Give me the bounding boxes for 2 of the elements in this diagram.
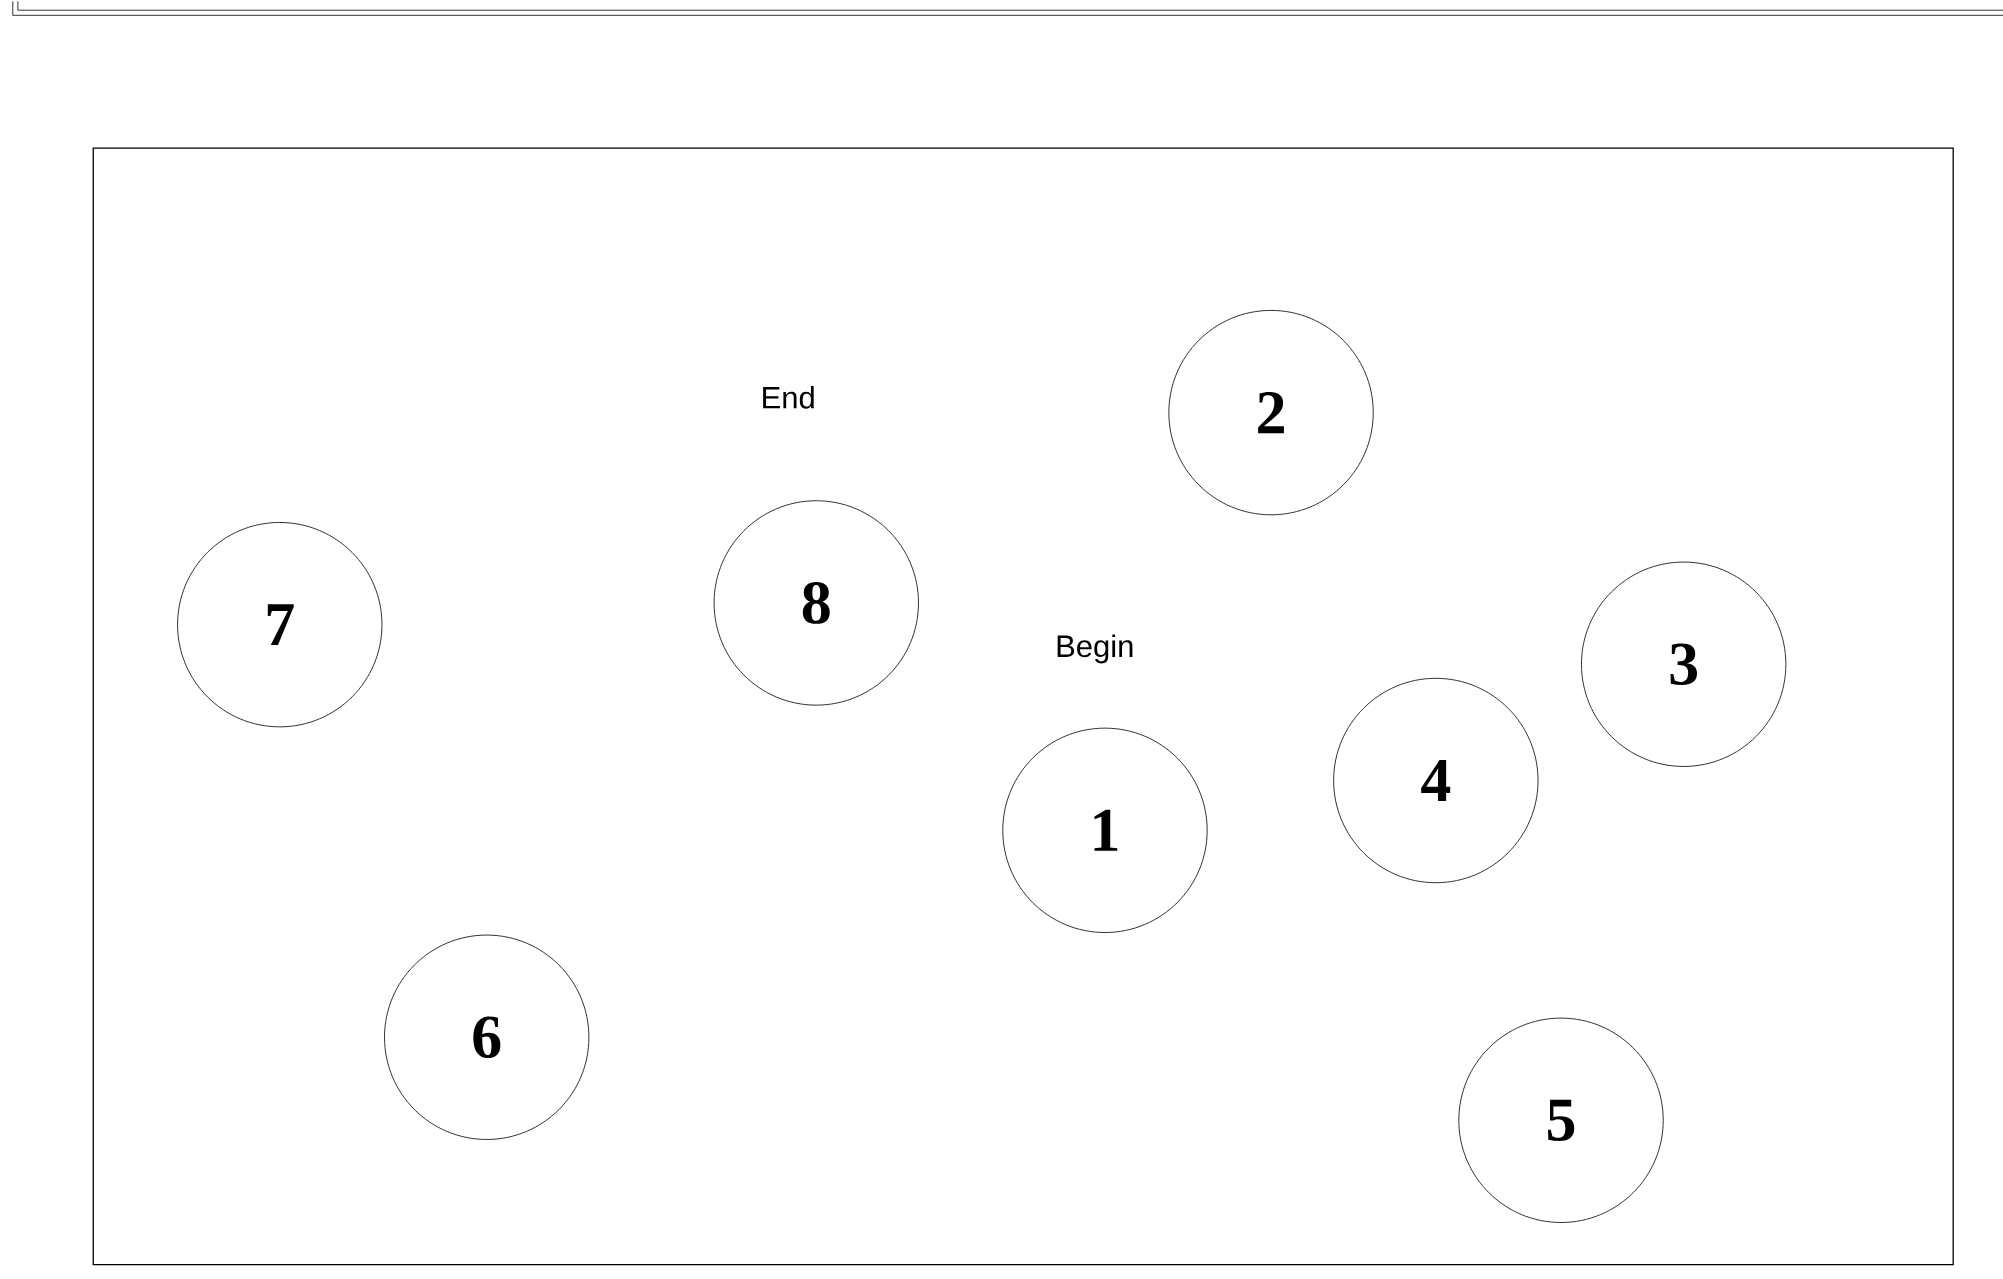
beside-label: End — [763, 386, 814, 409]
beside-label: Begin — [1057, 634, 1133, 664]
